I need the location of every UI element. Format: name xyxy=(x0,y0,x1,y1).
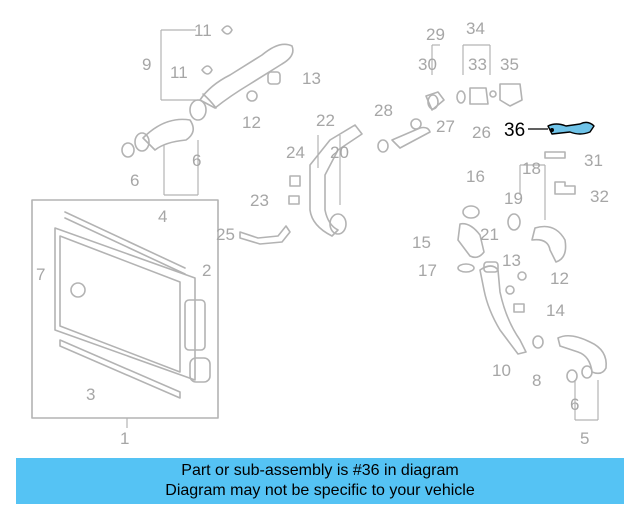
callout-5: 5 xyxy=(580,429,589,448)
callout-10: 10 xyxy=(492,361,511,380)
callout-12a: 12 xyxy=(242,113,261,132)
callout-29: 29 xyxy=(426,25,445,44)
callout-27: 27 xyxy=(436,117,455,136)
banner-line-2: Diagram may not be specific to your vehi… xyxy=(165,482,475,499)
callout-22: 22 xyxy=(316,111,335,130)
callout-30: 30 xyxy=(418,55,437,74)
callout-14: 14 xyxy=(546,301,565,320)
callout-12b: 12 xyxy=(550,269,569,288)
callout-17: 17 xyxy=(418,261,437,280)
callout-3: 3 xyxy=(86,385,95,404)
callout-24: 24 xyxy=(286,143,305,162)
callout-13a: 13 xyxy=(302,69,321,88)
callout-6a: 6 xyxy=(130,171,139,190)
info-banner: Part or sub-assembly is #36 in diagram D… xyxy=(16,458,624,504)
callout-33: 33 xyxy=(468,55,487,74)
charge-pipe-upper xyxy=(121,25,294,196)
callout-19: 19 xyxy=(504,189,523,208)
callout-34: 34 xyxy=(466,19,485,38)
callout-31: 31 xyxy=(584,151,603,170)
callout-25: 25 xyxy=(216,225,235,244)
callout-28: 28 xyxy=(374,101,393,120)
callout-8: 8 xyxy=(532,371,541,390)
callout-6b: 6 xyxy=(192,151,201,170)
callout-4: 4 xyxy=(158,207,167,226)
banner-line-1: Part or sub-assembly is #36 in diagram xyxy=(181,462,459,479)
callout-15: 15 xyxy=(412,233,431,252)
callout-20: 20 xyxy=(330,143,349,162)
callout-11a: 11 xyxy=(194,21,212,40)
callout-2: 2 xyxy=(202,261,211,280)
callout-16: 16 xyxy=(466,167,485,186)
parts-diagram: 1 2 3 4 5 6 6 6 7 8 9 10 11 11 12 12 13 … xyxy=(31,19,609,448)
charge-pipe-upper-right xyxy=(377,44,523,153)
part-36-highlight xyxy=(528,121,595,135)
charge-pipe-center xyxy=(239,124,363,245)
intercooler-assembly xyxy=(31,199,219,428)
callout-6c: 6 xyxy=(570,395,579,414)
callout-23: 23 xyxy=(250,191,269,210)
callout-32: 32 xyxy=(590,187,609,206)
callout-18: 18 xyxy=(522,159,541,178)
callout-21: 21 xyxy=(480,225,499,244)
charge-pipe-right xyxy=(457,151,607,421)
callout-9: 9 xyxy=(142,55,151,74)
callout-11b: 11 xyxy=(170,63,188,82)
callout-13b: 13 xyxy=(502,251,521,270)
callout-35: 35 xyxy=(500,55,519,74)
callout-7: 7 xyxy=(36,265,45,284)
callout-36-highlight: 36 xyxy=(504,120,525,141)
callout-1: 1 xyxy=(120,429,129,448)
callout-26: 26 xyxy=(472,123,491,142)
